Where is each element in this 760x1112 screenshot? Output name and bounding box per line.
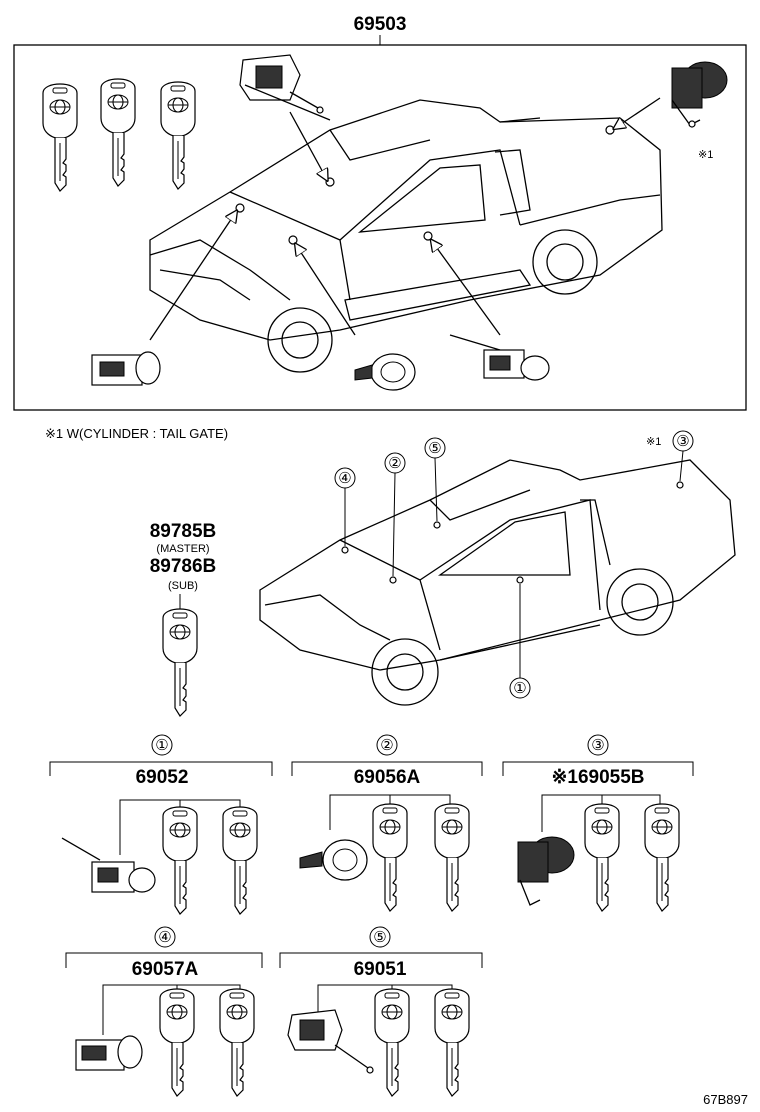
- tail-gate-cylinder-icon: [517, 836, 575, 906]
- truck-illustration-top: [149, 84, 663, 373]
- key-icon: [222, 806, 258, 915]
- group-1: ① 69052: [49, 734, 273, 915]
- svg-text:※1: ※1: [646, 436, 661, 448]
- door-cylinder-icon: [449, 334, 550, 381]
- key-icon: [584, 803, 620, 912]
- part-number-69056A: 69056A: [354, 767, 421, 788]
- part-number-69057A: 69057A: [132, 959, 199, 980]
- key-icon: [159, 988, 195, 1097]
- svg-text:⑤: ⑤: [428, 440, 441, 457]
- group-4: ④ 69057A: [65, 926, 263, 1097]
- callout-3: ※1 ③: [646, 430, 694, 482]
- svg-text:①: ①: [513, 680, 526, 697]
- glove-box-cylinder-icon: [354, 353, 416, 391]
- part-number-69055B: ※169055B: [551, 767, 644, 788]
- callout-2: ②: [384, 452, 406, 577]
- diagram-code: 67B897: [703, 1092, 748, 1107]
- callout-5: ⑤: [424, 437, 446, 522]
- truck-illustration-middle: [259, 459, 736, 706]
- ignition-cylinder-icon: [91, 351, 161, 386]
- group-3: ③ ※169055B: [502, 734, 694, 912]
- key-icon: [372, 803, 408, 912]
- part-number-69052: 69052: [136, 767, 189, 788]
- key-icon: [100, 78, 136, 187]
- key-icon: [434, 803, 470, 912]
- door-cylinder-icon: [61, 837, 156, 893]
- callout-4: ④: [334, 467, 356, 546]
- svg-text:②: ②: [388, 455, 401, 472]
- group-5: ⑤ 69051: [279, 926, 483, 1097]
- svg-text:③: ③: [591, 737, 604, 754]
- key-icon: [374, 988, 410, 1097]
- part-number-69051: 69051: [354, 959, 407, 980]
- key-icon: [42, 83, 78, 192]
- hood-lock-cylinder-icon: [287, 1009, 374, 1074]
- ignition-cylinder-icon: [75, 1035, 143, 1071]
- key-icon: [162, 608, 198, 717]
- key-master-number: 89785B: [150, 521, 217, 542]
- svg-text:②: ②: [380, 737, 393, 754]
- svg-text:④: ④: [158, 929, 171, 946]
- footnote: ※1 W(CYLINDER : TAIL GATE): [45, 426, 228, 441]
- key-sub-number: 89786B: [150, 556, 217, 577]
- group-2: ② 69056A: [291, 734, 483, 912]
- key-icon: [160, 81, 196, 190]
- svg-text:⑤: ⑤: [373, 929, 386, 946]
- tail-gate-cylinder-icon: [671, 61, 728, 128]
- callout-1: ①: [509, 584, 531, 699]
- key-icon: [644, 803, 680, 912]
- svg-text:④: ④: [338, 470, 351, 487]
- hood-lock-cylinder-icon: [239, 54, 324, 114]
- svg-text:③: ③: [676, 433, 689, 450]
- key-master-label: (MASTER): [156, 543, 209, 555]
- key-icon: [219, 988, 255, 1097]
- assembly-number: 69503: [354, 14, 407, 35]
- pointer-arrows-top: [149, 97, 661, 341]
- key-icon: [162, 806, 198, 915]
- key-icon: [434, 988, 470, 1097]
- glove-box-cylinder-icon: [299, 839, 368, 881]
- svg-text:①: ①: [155, 737, 168, 754]
- footnote-mark-top: ※1: [698, 149, 713, 161]
- assembly-box: [13, 44, 747, 411]
- key-sub-label: (SUB): [168, 580, 198, 592]
